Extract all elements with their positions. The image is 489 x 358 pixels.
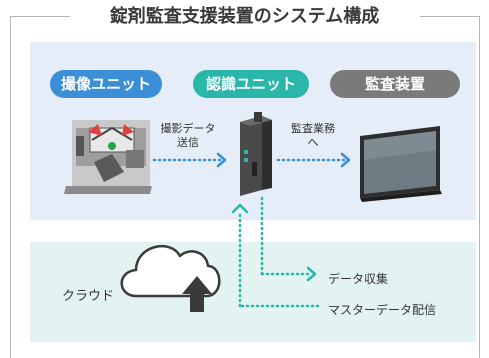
capture-unit-pill: 撮像ユニット	[50, 70, 162, 98]
audit-work-label-line1: 監査業務	[291, 122, 335, 135]
audit-arrow	[276, 152, 351, 168]
capture-device-icon	[64, 120, 152, 194]
cloud-upload-icon	[120, 245, 221, 312]
cloud-panel	[30, 242, 476, 342]
monitor-icon	[360, 126, 442, 202]
master-distribute-label: マスターデータ配信	[328, 303, 437, 317]
data-collect-arrow	[260, 196, 317, 282]
frame-top-left	[10, 16, 70, 17]
data-collect-label: データ収集	[328, 272, 389, 286]
image-send-label-line2: 送信	[177, 136, 199, 149]
recognition-unit-pill: 認識ユニット	[193, 70, 309, 98]
diagram-title: 錠剤監査支援装置のシステム構成	[0, 0, 489, 34]
image-send-label-line1: 撮影データ	[160, 122, 216, 135]
master-distribute-arrow	[231, 203, 320, 308]
audit-work-label-line2: へ	[307, 136, 319, 149]
recognition-unit-icon	[240, 112, 272, 196]
audit-work-label: 監査業務 へ	[283, 122, 343, 150]
frame-left	[10, 16, 11, 358]
image-send-label: 撮影データ 送信	[148, 122, 228, 150]
audit-device-pill: 監査装置	[330, 70, 460, 98]
cloud-label: クラウド	[62, 289, 115, 304]
send-arrow	[152, 152, 227, 168]
frame-right	[479, 16, 480, 358]
frame-top-right	[420, 16, 480, 17]
